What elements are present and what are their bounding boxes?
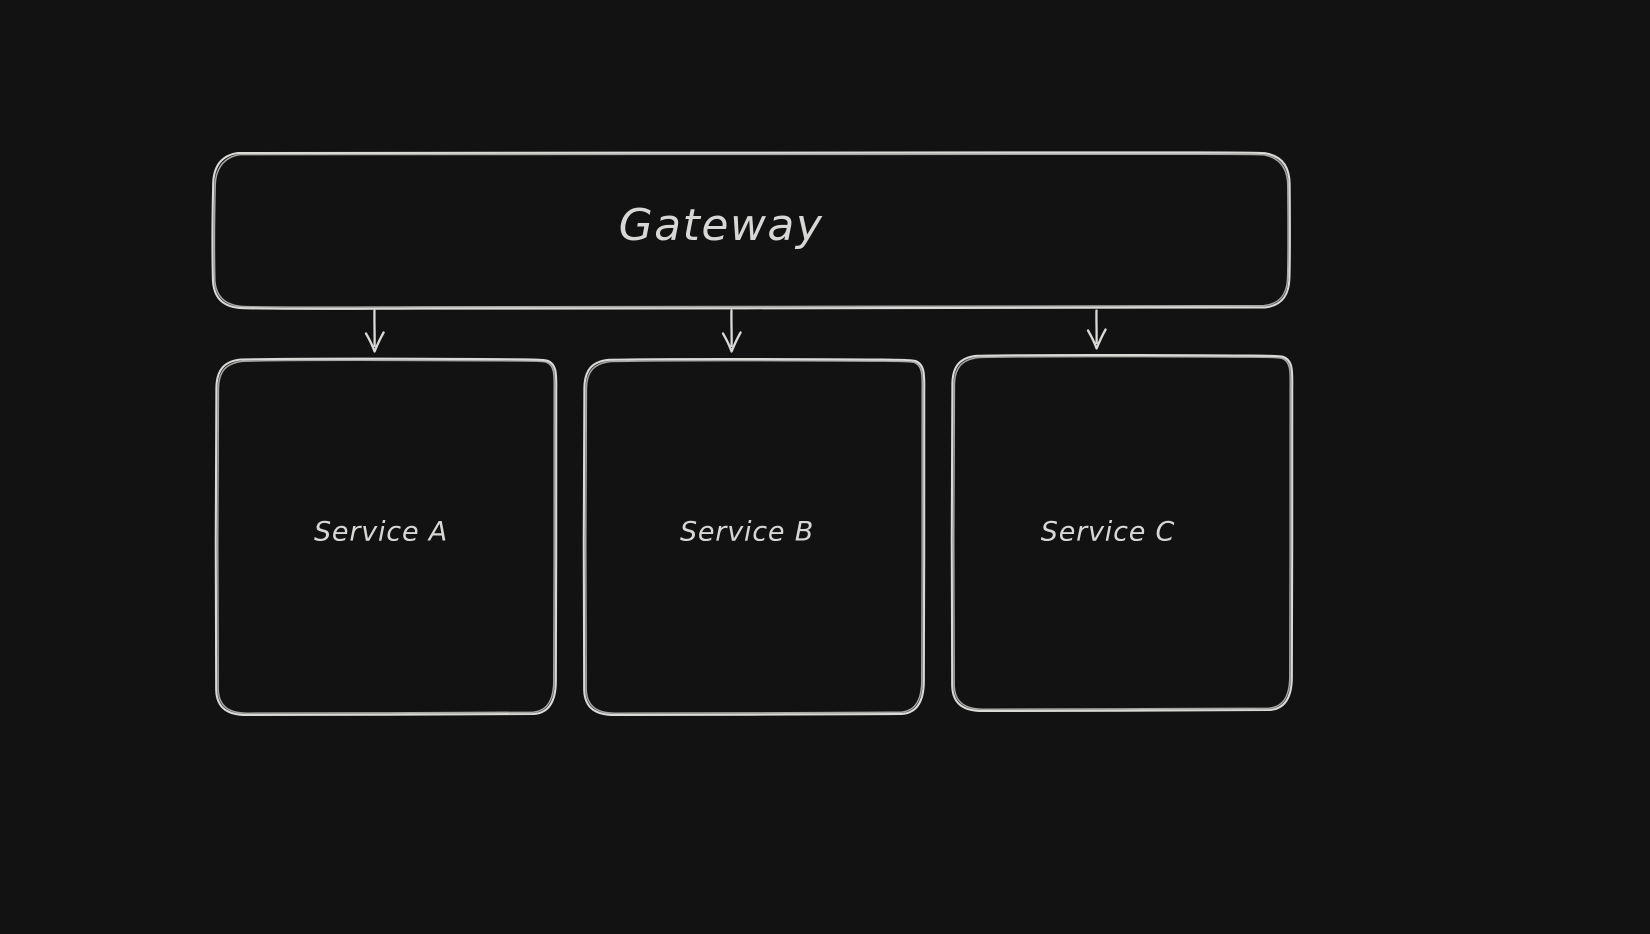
service-a-label: Service A bbox=[314, 517, 448, 548]
arrow-head-b bbox=[721, 331, 742, 353]
edge-gateway-to-service-a[interactable] bbox=[364, 309, 385, 353]
arrow-head-a bbox=[364, 331, 385, 353]
service-b-box-outline bbox=[582, 357, 926, 717]
service-c-box-outline bbox=[950, 353, 1294, 713]
gateway-box-outline bbox=[211, 150, 1291, 310]
gateway-box-outline-secondary bbox=[213, 152, 1289, 308]
service-a-box-outline bbox=[214, 357, 558, 717]
node-service-c[interactable]: Service C bbox=[950, 353, 1294, 713]
service-c-box-outline-secondary bbox=[953, 355, 1292, 710]
arrow-head-c bbox=[1086, 328, 1107, 350]
service-b-label: Service B bbox=[680, 517, 814, 548]
edge-gateway-to-service-b[interactable] bbox=[721, 309, 742, 353]
edge-gateway-to-service-c[interactable] bbox=[1086, 309, 1107, 350]
node-gateway[interactable]: Gateway bbox=[211, 150, 1291, 310]
service-b-box-outline-secondary bbox=[585, 359, 924, 714]
service-c-label: Service C bbox=[1041, 517, 1175, 548]
node-service-a[interactable]: Service A bbox=[214, 357, 558, 717]
gateway-label: Gateway bbox=[619, 200, 824, 251]
service-a-box-outline-secondary bbox=[217, 359, 556, 714]
node-service-b[interactable]: Service B bbox=[582, 357, 926, 717]
